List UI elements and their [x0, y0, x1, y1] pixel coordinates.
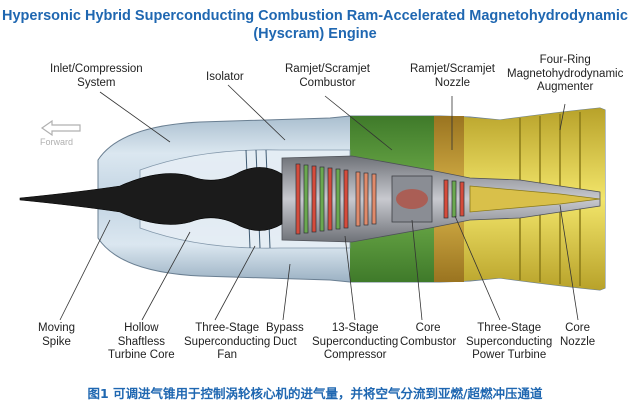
- figure-caption: 图1 可调进气锥用于控制涡轮核心机的进气量，并将空气分流到亚燃/超燃冲压通道: [87, 386, 543, 401]
- diagram-title-line2: (Hyscram) Engine: [253, 26, 377, 42]
- diagram-title-line1: Hypersonic Hybrid Superconducting Combus…: [1, 8, 628, 24]
- core-combustor-flame: [396, 189, 428, 209]
- core-nozzle-plug: [469, 185, 601, 213]
- forward-arrow-icon: [40, 119, 81, 137]
- compressor-stages: [295, 163, 377, 235]
- core-engine: [281, 155, 601, 243]
- leader-lines-bottom: [59, 204, 579, 321]
- power-turbine-stages: [443, 179, 465, 219]
- moving-spike: [19, 167, 283, 231]
- label-isolator: Isolator: [206, 71, 244, 83]
- leader-lines-top: [99, 84, 566, 151]
- forward-label: Forward: [40, 137, 74, 147]
